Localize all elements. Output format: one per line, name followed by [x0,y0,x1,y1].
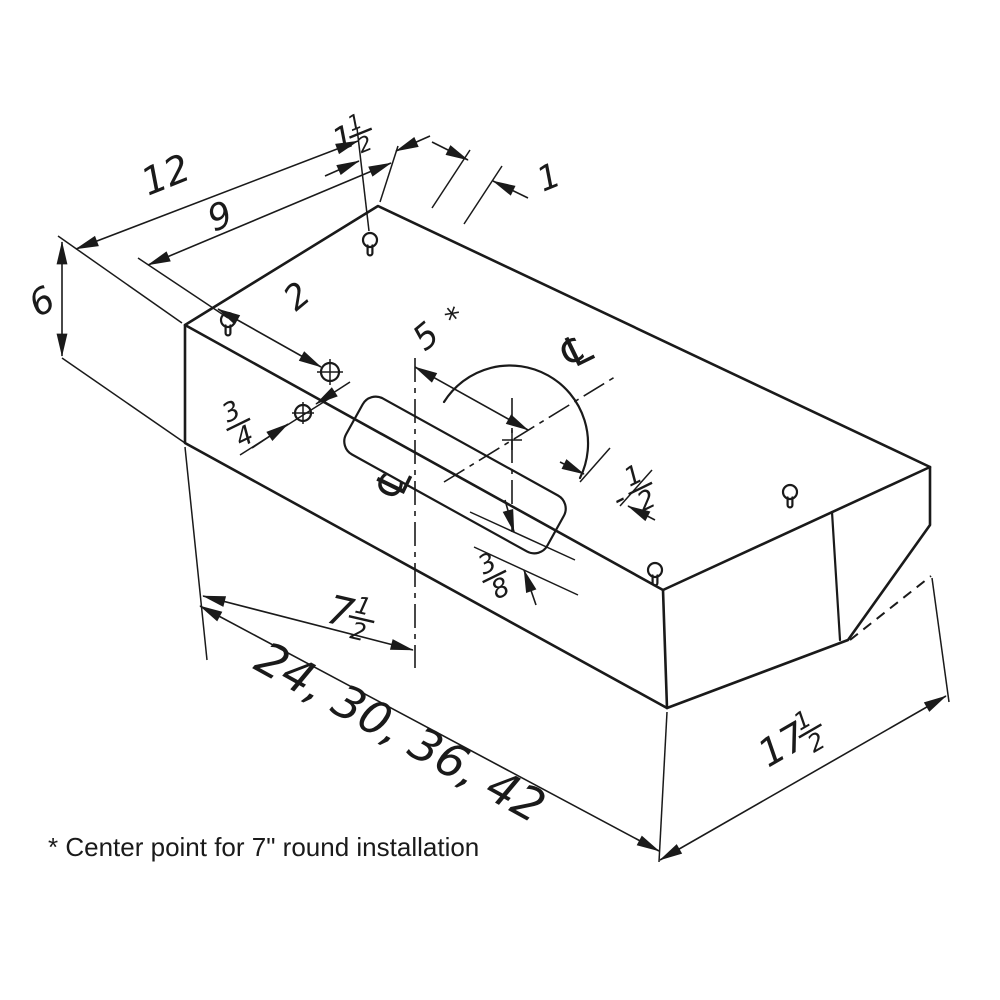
fraction-denominator: 4 [231,420,259,454]
fraction-bar [628,481,653,496]
dim-label-1: 1 [531,155,566,200]
ext-line [379,145,399,203]
dimension-lines [56,135,947,861]
dim-arrow-3-4-left [251,423,289,449]
footnote-text: * Center point for 7" round installation [48,832,479,862]
hole-crosshair [292,402,314,424]
dim-line-9 [147,162,392,266]
dim-label-9: 9 [202,194,239,241]
dim-line-7-1-2 [202,595,414,651]
centerlines [414,358,619,668]
depth-centerline [443,374,619,483]
fraction-bar [348,615,375,624]
keyhole-icon [361,231,379,257]
ext-line [469,511,576,561]
mounting-hole-icon [317,359,343,385]
fraction-prefix: - [607,481,632,517]
fraction-bar [349,127,373,139]
fraction-numerator: 1 [353,591,374,622]
dim-arrow-1-2-right [627,505,656,522]
ext-line [579,447,611,483]
dim-label-1-2: - 1 2 [607,459,661,518]
fraction-denominator: 2 [348,616,369,647]
dim-label-3-4: 3 4 [218,395,259,454]
fraction-denominator: 8 [487,572,515,606]
dim-arrow-3-8-top [502,499,515,533]
dimension-labels: 12 9 6 2 5 * 1 1 1 2 3 4 - 1 2 3 [22,109,830,834]
hood-front-face [183,323,669,710]
fraction-bar [226,417,251,432]
ext-line [61,357,186,444]
mounting-hole-icon [292,402,314,424]
ext-line [619,469,653,507]
dim-line-17-1-2 [659,695,947,861]
centerline-symbol: ℄ [549,320,604,381]
keyhole-circle [781,483,799,501]
keyhole-icon [781,483,799,509]
fraction-denominator: 2 [633,484,661,518]
dim-line-widths [199,605,660,852]
dim-label-6: 6 [22,279,62,326]
dim-label-3-8: 3 8 [474,547,515,606]
end-face-seam [830,510,842,642]
ext-line [137,257,229,319]
dim-label-5-asterisk: * [439,300,473,336]
hidden-bottom-edge [849,575,932,641]
hole-crosshair [317,359,343,385]
dim-arrow-1-2-left [559,459,585,475]
ext-line [931,577,950,703]
dim-label-width-options: 24, 30, 36, 42 [247,630,555,833]
keyhole-slot [651,574,659,587]
dim-line-5 [414,366,529,431]
ext-line [184,446,208,661]
fraction-bar [482,569,507,584]
dim-label-12: 12 [135,145,196,204]
dim-line-2 [217,308,322,368]
dim-arrow-1-1-2-left [324,160,360,177]
keyhole-circle [361,231,379,249]
vent-knockout-rect [343,395,567,555]
dim-arrow-3-8-bottom [523,569,537,606]
dim-label-1-1-2: 1 1 2 [327,109,376,160]
dim-label-2: 2 [276,274,318,319]
hood-end-face [665,465,932,710]
dim-arrow-1-left [431,141,469,161]
hood-top-face [183,204,932,592]
dim-label-5: 5 [405,314,447,359]
keyhole-icon [646,561,664,587]
ext-line [658,711,668,863]
keyhole-icon [219,311,237,337]
round-knockout-arc [442,364,590,480]
fraction-denominator: 2 [354,131,375,158]
round-center-cross [502,430,522,450]
keyhole-slot [786,496,794,509]
fraction-bar [798,723,822,739]
dim-label-17-1-2: 17 1 2 [751,704,830,775]
top-face-details [219,231,799,587]
dim-arrow-1-1-2-right [395,135,431,152]
ext-line [463,165,503,225]
ext-line [57,235,183,324]
dim-arrow-3-4-right [315,381,351,405]
keyhole-circle [646,561,664,579]
dim-arrow-1-right [492,180,529,199]
